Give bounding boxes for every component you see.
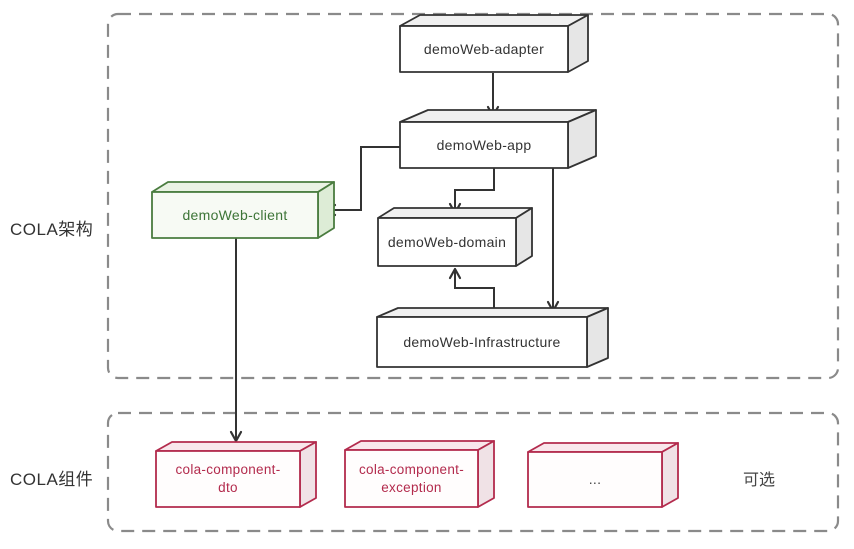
components-section-label: COLA组件	[10, 469, 94, 489]
node-demoweb-app-shape	[399, 109, 597, 169]
node-demoweb-infrastructure-shape	[376, 307, 609, 368]
node-demoweb-client-shape	[151, 181, 335, 239]
node-demoweb-adapter-shape	[399, 14, 589, 73]
node-cola-component-dto-shape	[155, 441, 317, 508]
arrow-app-to-client	[324, 146, 400, 217]
arrow-infrastructure-to-domain	[448, 267, 495, 317]
node-cola-component-exception-shape	[344, 440, 495, 508]
architecture-section-border	[106, 12, 840, 380]
arrow-app-to-domain	[448, 168, 495, 215]
node-demoweb-domain-shape	[377, 207, 533, 267]
node-more-components-shape	[527, 442, 679, 508]
edges-group	[229, 73, 560, 443]
architecture-section-label: COLA架构	[10, 219, 94, 239]
optional-note-label: 可选	[742, 472, 775, 489]
